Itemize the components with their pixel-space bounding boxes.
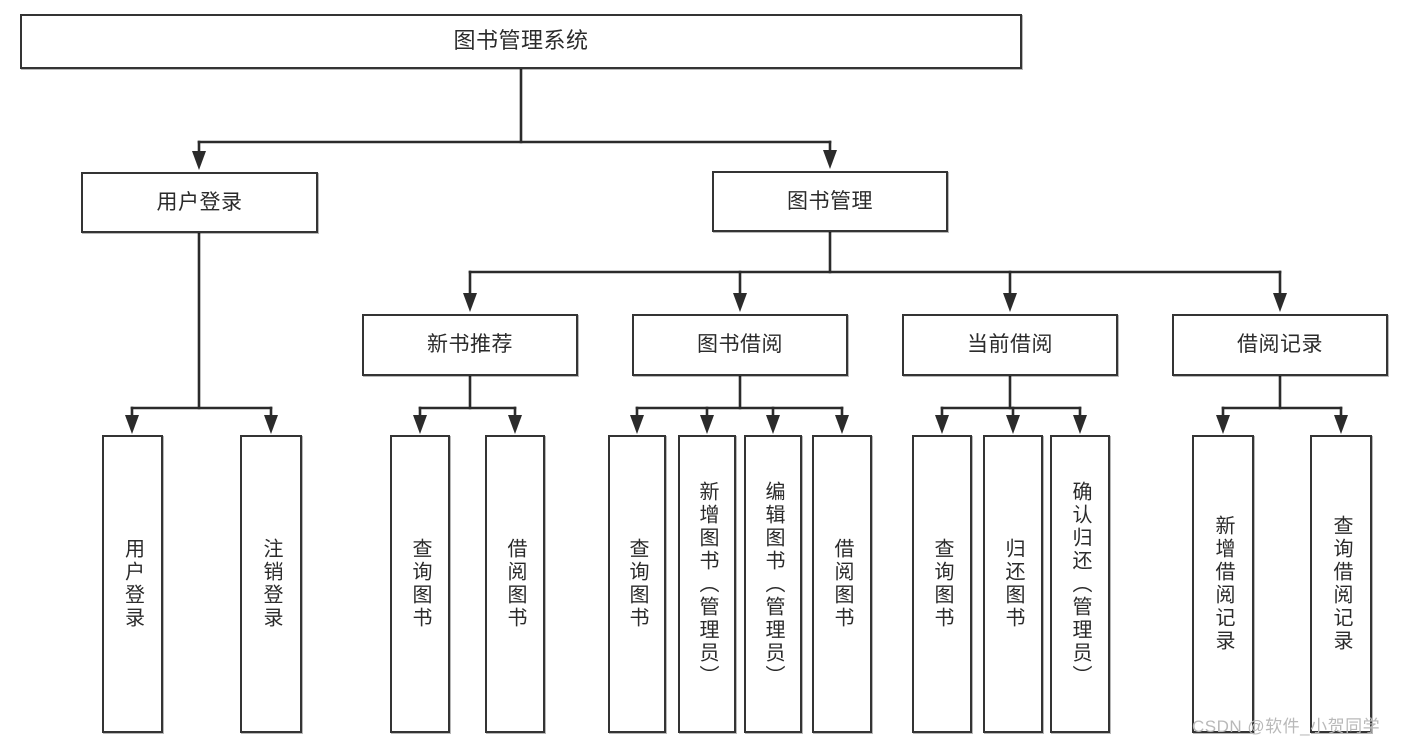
arrow-leaf-edit-book-icon — [766, 415, 780, 434]
arrow-book-management-icon — [823, 150, 837, 169]
node-leaf-logout[interactable]: 注销登录 — [240, 435, 302, 733]
arrow-leaf-add-book-icon — [700, 415, 714, 434]
node-current-borrow[interactable]: 当前借阅 — [902, 314, 1118, 376]
node-label-user-login: 用户登录 — [156, 190, 243, 214]
arrow-borrow-record-icon — [1273, 293, 1287, 312]
node-label-leaf-add-book: 新增图书（管理员） — [696, 480, 718, 688]
arrow-leaf-add-record-icon — [1216, 415, 1230, 434]
node-user-login[interactable]: 用户登录 — [81, 172, 318, 233]
arrow-leaf-user-login-icon — [125, 415, 139, 434]
node-label-root: 图书管理系统 — [453, 28, 589, 54]
arrow-leaf-query-2-icon — [630, 415, 644, 434]
node-leaf-user-login[interactable]: 用户登录 — [102, 435, 163, 733]
node-label-book-management: 图书管理 — [787, 189, 873, 213]
node-book-management[interactable]: 图书管理 — [712, 171, 948, 232]
arrow-leaf-borrow-1-icon — [508, 415, 522, 434]
node-leaf-query-book-2[interactable]: 查询图书 — [608, 435, 666, 733]
node-root[interactable]: 图书管理系统 — [20, 14, 1022, 69]
node-borrow-record[interactable]: 借阅记录 — [1172, 314, 1388, 376]
arrow-leaf-confirm-icon — [1073, 415, 1087, 434]
node-label-leaf-query-record: 查询借阅记录 — [1330, 515, 1352, 653]
node-label-leaf-query-book-1: 查询图书 — [409, 538, 431, 630]
node-label-leaf-add-record: 新增借阅记录 — [1212, 515, 1234, 653]
node-label-leaf-confirm-return: 确认归还（管理员） — [1069, 480, 1091, 688]
node-leaf-add-record[interactable]: 新增借阅记录 — [1192, 435, 1254, 733]
node-leaf-query-book-1[interactable]: 查询图书 — [390, 435, 450, 733]
node-leaf-query-book-3[interactable]: 查询图书 — [912, 435, 972, 733]
arrow-current-borrow-icon — [1003, 293, 1017, 312]
node-label-leaf-borrow-book-1: 借阅图书 — [504, 538, 526, 630]
arrow-leaf-logout-icon — [264, 415, 278, 434]
arrow-book-borrow-icon — [733, 293, 747, 312]
node-leaf-borrow-book-1[interactable]: 借阅图书 — [485, 435, 545, 733]
node-label-new-book-recommend: 新书推荐 — [427, 333, 513, 357]
node-label-leaf-query-book-2: 查询图书 — [626, 538, 648, 630]
node-label-leaf-logout: 注销登录 — [260, 538, 282, 630]
arrow-leaf-borrow-2-icon — [835, 415, 849, 434]
node-leaf-return-book[interactable]: 归还图书 — [983, 435, 1043, 733]
node-leaf-query-record[interactable]: 查询借阅记录 — [1310, 435, 1372, 733]
node-label-leaf-borrow-book-2: 借阅图书 — [831, 538, 853, 630]
arrow-leaf-return-icon — [1006, 415, 1020, 434]
node-leaf-add-book[interactable]: 新增图书（管理员） — [678, 435, 736, 733]
node-label-leaf-user-login: 用户登录 — [121, 538, 144, 630]
node-label-leaf-return-book: 归还图书 — [1002, 538, 1024, 630]
node-book-borrow[interactable]: 图书借阅 — [632, 314, 848, 376]
node-leaf-borrow-book-2[interactable]: 借阅图书 — [812, 435, 872, 733]
arrow-leaf-query-3-icon — [935, 415, 949, 434]
node-new-book-recommend[interactable]: 新书推荐 — [362, 314, 578, 376]
node-label-leaf-edit-book: 编辑图书（管理员） — [762, 480, 784, 688]
node-leaf-confirm-return[interactable]: 确认归还（管理员） — [1050, 435, 1110, 733]
arrow-new-book-icon — [463, 293, 477, 312]
node-label-current-borrow: 当前借阅 — [967, 333, 1053, 357]
arrow-leaf-query-record-icon — [1334, 415, 1348, 434]
node-leaf-edit-book[interactable]: 编辑图书（管理员） — [744, 435, 802, 733]
node-label-book-borrow: 图书借阅 — [697, 333, 783, 357]
arrow-leaf-query-1-icon — [413, 415, 427, 434]
connector-arrowheads — [125, 150, 1348, 434]
node-label-borrow-record: 借阅记录 — [1237, 333, 1323, 357]
arrow-user-login-icon — [192, 151, 206, 170]
node-label-leaf-query-book-3: 查询图书 — [931, 538, 953, 630]
